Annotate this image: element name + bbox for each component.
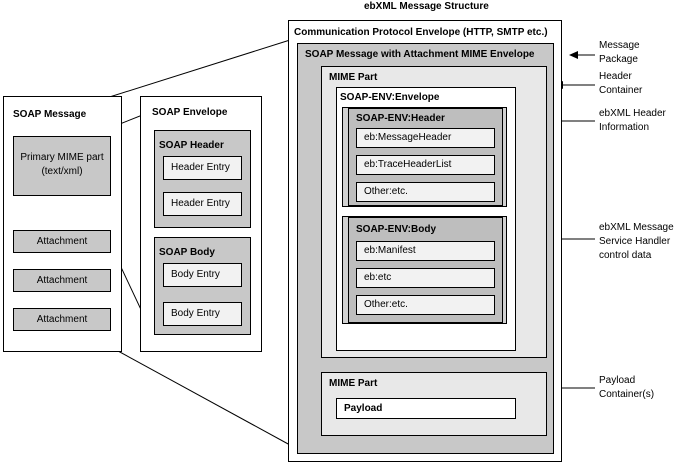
body-field: Other:etc. (356, 295, 495, 315)
annotation-msh-data: ebXML Message Service Handler control da… (599, 222, 674, 262)
mime-part-header: MIME Part SOAP-ENV:Envelope SOAP-ENV:Hea… (321, 66, 547, 358)
annotation-payload-container: Payload Container(s) (599, 375, 654, 401)
soap-env-body-title: SOAP-ENV:Body (356, 224, 437, 235)
annotation-line: ebXML Message (599, 222, 674, 233)
soap-mime-envelope: SOAP Message with Attachment MIME Envelo… (297, 43, 554, 454)
soap-env-envelope-title: SOAP-ENV:Envelope (340, 92, 440, 103)
annotation-line: Message (599, 40, 640, 51)
payload-box: Payload (336, 398, 516, 419)
soap-header-title: SOAP Header (159, 140, 224, 151)
body-field: eb:Manifest (356, 241, 495, 261)
body-field-label: Other:etc. (364, 299, 408, 310)
body-entry: Body Entry (163, 263, 242, 287)
attachment-label: Attachment (36, 274, 88, 286)
body-entry: Body Entry (163, 302, 242, 326)
annotation-header-container: Header Container (599, 71, 642, 97)
annotation-line: Payload (599, 375, 636, 386)
header-field: Other:etc. (356, 182, 495, 202)
body-entry-label: Body Entry (171, 308, 220, 319)
mime-part-payload: MIME Part Payload (321, 372, 547, 436)
attachment-label: Attachment (36, 235, 88, 247)
header-field-label: eb:TraceHeaderList (364, 159, 452, 170)
annotation-line: Service Handler (599, 236, 671, 247)
soap-body-box: SOAP Body Body Entry Body Entry (154, 237, 251, 335)
payload-label: Payload (344, 402, 383, 414)
header-entry: Header Entry (163, 156, 242, 180)
soap-envelope-title: SOAP Envelope (152, 107, 228, 118)
mime-part-payload-title: MIME Part (329, 378, 378, 389)
body-field-label: eb:etc (364, 272, 392, 283)
zoom-line-bottom (106, 344, 291, 446)
arrow-message-package (569, 51, 578, 59)
annotation-ebxml-header: ebXML Header Information (599, 108, 666, 134)
header-field: eb:TraceHeaderList (356, 155, 495, 175)
attachment-box: Attachment (13, 230, 111, 253)
header-entry-label: Header Entry (171, 198, 230, 209)
annotation-line: control data (599, 250, 652, 261)
annotation-line: Package (599, 54, 638, 65)
soap-envelope-box: SOAP Envelope SOAP Header Header Entry H… (140, 96, 262, 352)
body-entry-label: Body Entry (171, 269, 220, 280)
soap-header-box: SOAP Header Header Entry Header Entry (154, 130, 251, 228)
attachment-label: Attachment (36, 313, 88, 325)
header-field-label: Other:etc. (364, 186, 408, 197)
body-field-label: eb:Manifest (364, 245, 416, 256)
protocol-envelope-title: Communication Protocol Envelope (HTTP, S… (294, 27, 548, 38)
soap-mime-envelope-title: SOAP Message with Attachment MIME Envelo… (305, 49, 535, 60)
protocol-envelope: Communication Protocol Envelope (HTTP, S… (288, 20, 562, 462)
annotation-line: Container (599, 85, 643, 96)
soap-message-title: SOAP Message (13, 109, 87, 120)
body-field: eb:etc (356, 268, 495, 288)
primary-mime-part: Primary MIME part (text/xml) (13, 136, 111, 196)
annotation-line: Information (599, 122, 650, 133)
annotation-line: ebXML Header (599, 108, 666, 119)
header-entry-label: Header Entry (171, 162, 230, 173)
soap-env-header: SOAP-ENV:Header eb:MessageHeader eb:Trac… (348, 108, 503, 206)
soap-env-body: SOAP-ENV:Body eb:Manifest eb:etc Other:e… (348, 217, 503, 323)
annotation-message-package: Message Package (599, 40, 640, 66)
primary-mime-line2: (text/xml) (41, 166, 83, 177)
header-field-label: eb:MessageHeader (364, 132, 452, 143)
diagram-title: ebXML Message Structure (364, 1, 489, 12)
soap-env-header-title: SOAP-ENV:Header (356, 113, 445, 124)
header-entry: Header Entry (163, 192, 242, 216)
soap-env-envelope: SOAP-ENV:Envelope SOAP-ENV:Header eb:Mes… (336, 87, 516, 351)
soap-body-title: SOAP Body (159, 247, 215, 258)
attachment-box: Attachment (13, 308, 111, 331)
soap-message-box: SOAP Message Primary MIME part (text/xml… (3, 96, 122, 352)
annotation-line: Header (599, 71, 632, 82)
soap-env-header-outer: SOAP-ENV:Header eb:MessageHeader eb:Trac… (342, 107, 507, 207)
primary-mime-line1: Primary MIME part (20, 152, 104, 163)
mime-part-title: MIME Part (329, 72, 378, 83)
zoom-line-top (99, 39, 291, 101)
header-field: eb:MessageHeader (356, 128, 495, 148)
attachment-box: Attachment (13, 269, 111, 292)
annotation-line: Container(s) (599, 389, 655, 400)
soap-env-body-outer: SOAP-ENV:Body eb:Manifest eb:etc Other:e… (342, 216, 507, 324)
